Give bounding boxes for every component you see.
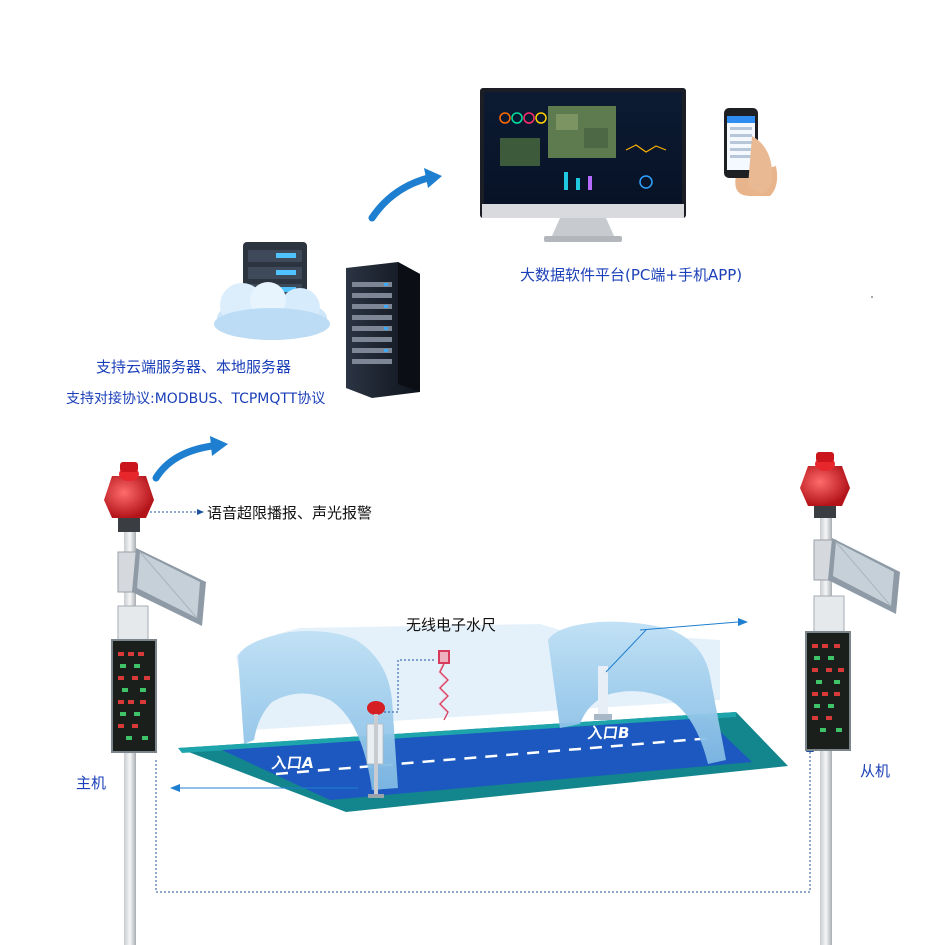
led-display-icon <box>111 639 157 753</box>
alarm-light-icon <box>104 462 154 532</box>
voice-alarm-label: 语音超限播报、声光报警 <box>207 504 373 522</box>
rack-server-icon <box>346 262 420 398</box>
protocol-support-label: 支持对接协议:MODBUS、TCPMQTT协议 <box>66 391 326 407</box>
alarm-post-icon <box>366 701 385 798</box>
tunnel-structure <box>236 621 726 790</box>
smartphone-icon <box>724 108 778 196</box>
master-station <box>104 462 206 945</box>
link-arrow-to-slave <box>639 618 748 631</box>
entrance-a-label: 入口A <box>270 754 315 772</box>
solar-panel-icon <box>117 548 206 626</box>
solar-panel-icon <box>813 538 900 614</box>
slave-station <box>800 452 900 945</box>
platform-label: 大数据软件平台(PC端+手机APP) <box>520 266 743 284</box>
entrance-b-label: 入口B <box>586 724 631 742</box>
master-label: 主机 <box>76 774 107 792</box>
monitor-icon <box>480 88 686 242</box>
master-slave-link <box>155 752 811 893</box>
server-support-label: 支持云端服务器、本地服务器 <box>96 358 292 376</box>
gauge-link-line <box>384 659 436 713</box>
slave-label: 从机 <box>860 762 891 780</box>
alarm-light-icon <box>800 452 850 518</box>
led-display-icon <box>805 631 851 751</box>
road-platform <box>178 712 788 812</box>
water-gauge-icon <box>438 650 450 721</box>
water-gauge-label: 无线电子水尺 <box>406 616 497 634</box>
voice-alarm-pointer-head <box>197 509 204 515</box>
link-arrow-to-master <box>170 784 358 792</box>
flow-arrow-lower <box>152 436 228 482</box>
flow-arrow-upper <box>368 168 442 222</box>
cloud-server-icon <box>214 242 330 340</box>
link-line-from-right-tunnel <box>605 629 647 673</box>
